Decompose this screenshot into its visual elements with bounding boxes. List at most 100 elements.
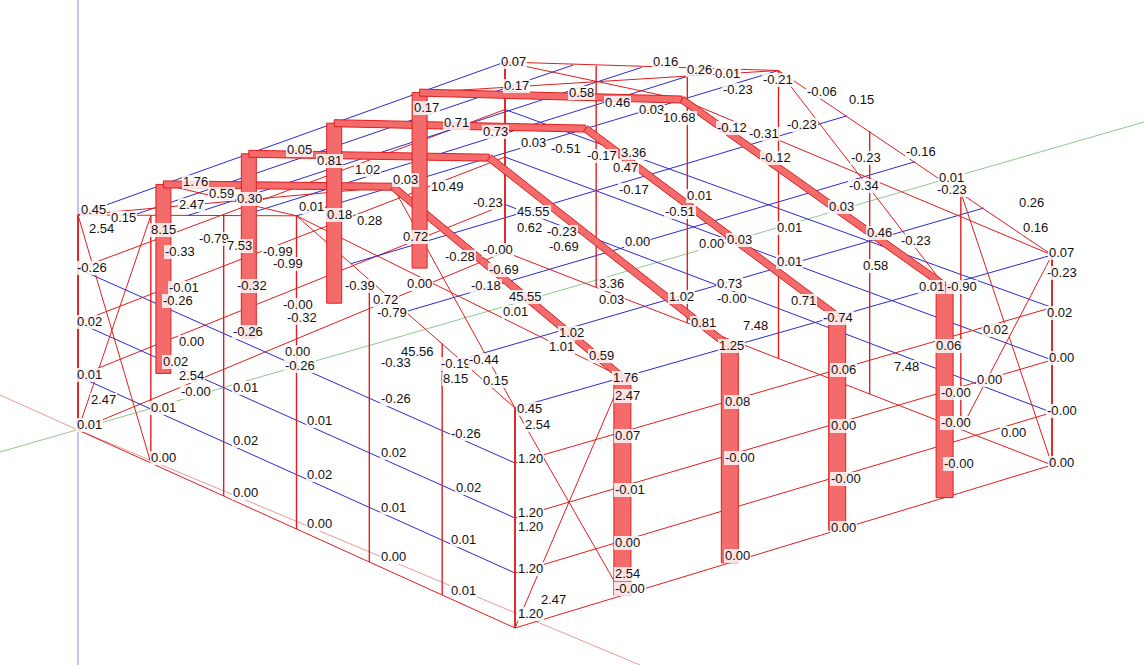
gable-column xyxy=(369,280,370,562)
member-force-value: -0.31 xyxy=(748,127,780,141)
member-force-value: 0.01 xyxy=(150,401,177,415)
member-force-value: 0.01 xyxy=(450,584,477,598)
ground-beam xyxy=(515,465,1052,628)
member-force-value: 0.00 xyxy=(380,550,407,564)
gable-column xyxy=(514,408,515,628)
member-force-value: 0.26 xyxy=(1018,196,1045,210)
member-force-value: 0.00 xyxy=(724,549,751,563)
member-force-value: -0.51 xyxy=(664,205,696,219)
member-force-value: -0.79 xyxy=(198,232,230,246)
member-force-value: 2.54 xyxy=(524,418,551,432)
member-force-value: 7.53 xyxy=(226,239,253,253)
member-force-value: 1.76 xyxy=(182,175,209,189)
member-force-value: 8.15 xyxy=(442,372,469,386)
member-force-value: -0.23 xyxy=(722,83,754,97)
member-force-value: -0.39 xyxy=(344,279,376,293)
member-force-value: 8.15 xyxy=(150,223,177,237)
member-force-value: 0.81 xyxy=(316,154,343,168)
member-force-value: -0.69 xyxy=(488,263,520,277)
member-force-value: 1.20 xyxy=(517,562,544,576)
axis-line xyxy=(0,122,1144,452)
member-force-value: -0.18 xyxy=(470,279,502,293)
frame-rafter xyxy=(249,150,490,161)
x-brace xyxy=(779,71,945,286)
member-force-value: -0.23 xyxy=(900,234,932,248)
member-force-value: 0.73 xyxy=(482,125,509,139)
member-force-value: 0.73 xyxy=(716,277,743,291)
member-force-value: 0.07 xyxy=(1048,246,1075,260)
member-force-value: 1.25 xyxy=(718,339,745,353)
member-force-value: 0.02 xyxy=(76,315,103,329)
member-force-value: 0.71 xyxy=(790,294,817,308)
member-force-value: 0.00 xyxy=(624,235,651,249)
frame-rafter xyxy=(487,155,732,350)
member-force-value: 0.01 xyxy=(76,368,103,382)
member-force-value: 1.76 xyxy=(612,371,639,385)
member-force-value: 0.00 xyxy=(150,451,177,465)
member-force-value: 0.01 xyxy=(714,67,741,81)
member-force-value: 0.00 xyxy=(284,345,311,359)
member-force-value: 0.71 xyxy=(443,116,470,130)
member-force-value: -0.23 xyxy=(546,225,578,239)
frame-rafter xyxy=(584,126,840,319)
member-force-value: 0.03 xyxy=(726,233,753,247)
member-force-value: 0.00 xyxy=(830,521,857,535)
member-force-value: -0.28 xyxy=(444,250,476,264)
member-force-value: 0.28 xyxy=(356,214,383,228)
member-force-value: 0.30 xyxy=(236,192,263,206)
member-force-value: -0.33 xyxy=(380,356,412,370)
member-force-value: 0.01 xyxy=(232,381,259,395)
member-force-value: 0.03 xyxy=(598,293,625,307)
member-force-value: 0.00 xyxy=(1048,351,1075,365)
member-force-value: 0.01 xyxy=(776,255,803,269)
member-force-value: -0.19 xyxy=(440,357,472,371)
gable-rafter xyxy=(779,71,1053,256)
member-force-value: -0.00 xyxy=(940,386,972,400)
gable-column xyxy=(778,71,779,359)
member-force-value: 1.02 xyxy=(354,163,381,177)
member-force-value: 2.47 xyxy=(90,393,117,407)
axis-line xyxy=(78,0,79,665)
member-force-value: -0.17 xyxy=(618,183,650,197)
member-force-value: 0.02 xyxy=(306,468,333,482)
force-diagram-members xyxy=(156,89,953,595)
member-force-value: 1.20 xyxy=(517,607,544,621)
member-force-value: 0.02 xyxy=(380,446,407,460)
x-brace xyxy=(682,100,1052,255)
member-force-value: 0.45 xyxy=(516,402,543,416)
member-force-value: 0.72 xyxy=(372,293,399,307)
x-brace xyxy=(515,377,622,628)
member-force-value: -0.00 xyxy=(724,451,756,465)
member-force-value: 0.16 xyxy=(652,55,679,69)
member-force-value: 0.01 xyxy=(76,418,103,432)
member-force-value: 0.05 xyxy=(286,143,313,157)
member-force-value: 1.20 xyxy=(517,520,544,534)
member-force-value: -0.21 xyxy=(762,73,794,87)
member-force-value: 45.55 xyxy=(508,290,543,304)
member-force-value: -0.32 xyxy=(236,279,268,293)
member-force-value: 2.47 xyxy=(540,593,567,607)
member-force-value: 2.54 xyxy=(88,222,115,236)
member-force-value: -0.01 xyxy=(614,483,646,497)
member-force-value: -0.99 xyxy=(272,257,304,271)
member-force-value: -0.12 xyxy=(716,121,748,135)
member-force-value: 0.45 xyxy=(80,203,107,217)
member-force-value: -0.26 xyxy=(380,392,412,406)
member-force-value: -0.06 xyxy=(806,85,838,99)
member-force-value: 0.08 xyxy=(724,395,751,409)
member-force-value: -0.51 xyxy=(550,142,582,156)
member-force-value: 0.01 xyxy=(918,280,945,294)
member-force-value: -0.23 xyxy=(936,183,968,197)
member-force-value: 0.00 xyxy=(976,373,1003,387)
frame-column xyxy=(514,408,516,628)
member-force-value: 0.17 xyxy=(413,101,440,115)
member-force-value: 0.62 xyxy=(516,221,543,235)
member-force-value: 2.54 xyxy=(178,369,205,383)
member-force-value: 0.00 xyxy=(614,536,641,550)
member-force-value: -0.12 xyxy=(760,151,792,165)
member-force-value: -0.00 xyxy=(614,582,646,596)
frame-rafter xyxy=(420,89,683,103)
